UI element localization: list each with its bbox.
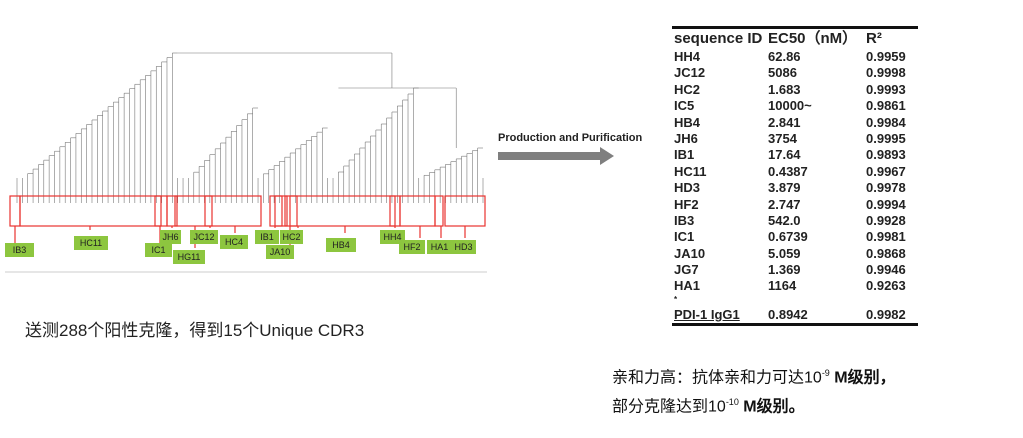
clone-label-hg11: HG11 [173, 250, 205, 264]
cell-id: JC12 [674, 65, 706, 81]
cell-r2: 0.9263 [866, 278, 906, 294]
clade-highlight-box [9, 195, 21, 227]
table-row: HA1 1164 0.9263 [672, 278, 918, 294]
cell-id: IB1 [674, 147, 695, 163]
clade-highlight-box [434, 195, 444, 227]
cell-id: HA1 [674, 278, 701, 294]
cell-ec50: 3754 [768, 130, 797, 146]
clone-label-hc4: HC4 [220, 235, 248, 249]
clade-highlight-box [269, 195, 283, 227]
cell-ec50: 1.369 [768, 262, 801, 278]
cell-r2: 0.9984 [866, 114, 906, 130]
cell-id: HC11 [674, 163, 707, 179]
cell-r2: 0.9946 [866, 262, 906, 278]
table-row: IC5 10000~ 0.9861 [672, 98, 918, 114]
clone-label-hf2: HF2 [399, 240, 425, 254]
cell-id: HH4 [674, 49, 701, 64]
clade-highlight-box [204, 195, 262, 227]
cell-id: HF2 [674, 196, 699, 212]
cell-id: HC2 [674, 81, 701, 97]
right-arrow-icon [498, 147, 614, 165]
clone-label-ib3: IB3 [5, 243, 34, 257]
cell-ec50: 2.841 [768, 114, 801, 130]
cell-id: IC5 [674, 98, 695, 114]
cell-r2: 0.9995 [866, 130, 906, 146]
clone-label-jc12: JC12 [190, 230, 218, 244]
table-row: IB1 17.64 0.9893 [672, 147, 918, 163]
table-row: IB3 542.0 0.9928 [672, 213, 918, 229]
table-row: JH6 3754 0.9995 [672, 131, 918, 147]
table-row: IC1 0.6739 0.9981 [672, 229, 918, 245]
clone-label-ja10: JA10 [266, 245, 294, 259]
cell-r2: 0.9981 [866, 229, 906, 245]
cell-r2: 0.9861 [866, 98, 906, 114]
cell-ec50: 5086 [768, 65, 797, 81]
table-row: JA10 5.059 0.9868 [672, 246, 918, 262]
clade-highlight-box [19, 195, 162, 227]
table-row: HD3 3.879 0.9978 [672, 180, 918, 196]
table-row: HH4 62.86 0.9959 [672, 49, 918, 65]
clone-label-hc2: HC2 [280, 230, 303, 244]
cell-id: JG7 [674, 262, 699, 278]
cell-ec50: 0.8942 [768, 306, 808, 322]
header-ec50: EC50（nM） [768, 30, 858, 47]
phylogenetic-dendrogram [5, 52, 487, 273]
cell-ec50: 3.879 [768, 180, 801, 196]
cell-id: JH6 [674, 130, 698, 146]
clone-label-jh6: JH6 [160, 230, 181, 244]
clone-label-hc11: HC11 [74, 236, 108, 250]
cell-id: IB3 [674, 212, 695, 228]
cell-ec50: 0.4387 [768, 163, 808, 179]
table-header: sequence ID EC50（nM） R² [672, 29, 918, 49]
clone-label-hb4: HB4 [326, 238, 356, 252]
cell-ec50: 1.683 [768, 81, 801, 97]
affinity-summary: 亲和力高：抗体亲和力可达10-9 M级别， 部分克隆达到10-10 M级别。 [612, 368, 896, 416]
footnote-mark: * [674, 294, 678, 304]
cell-ec50: 62.86 [768, 49, 801, 64]
screening-summary: 送测288个阳性克隆，得到15个Unique CDR3 [25, 321, 365, 340]
header-sequence-id: sequence ID [674, 30, 763, 47]
clade-highlight-box [289, 195, 396, 227]
clone-label-hd3: HD3 [451, 240, 476, 254]
control-row: PDI-1 IgG1 0.8942 0.9982 [672, 307, 918, 323]
header-r2: R² [866, 30, 882, 47]
cell-r2: 0.9967 [866, 163, 906, 179]
cell-ec50: 17.64 [768, 147, 801, 163]
clade-highlight-box [399, 195, 436, 227]
table-row: HB4 2.841 0.9984 [672, 115, 918, 131]
cell-r2: 0.9893 [866, 147, 906, 163]
cell-r2: 0.9959 [866, 49, 906, 64]
table-row: HC11 0.4387 0.9967 [672, 164, 918, 180]
cell-r2: 0.9868 [866, 245, 906, 261]
cell-id: HD3 [674, 180, 701, 196]
cell-r2: 0.9994 [866, 196, 906, 212]
process-label: Production and Purification [498, 132, 643, 144]
cell-r2: 0.9928 [866, 212, 906, 228]
cell-ec50: 2.747 [768, 196, 801, 212]
cell-id: IC1 [674, 229, 695, 245]
cell-id: JA10 [674, 245, 706, 261]
table-row: JG7 1.369 0.9946 [672, 262, 918, 278]
cell-r2: 0.9978 [866, 180, 906, 196]
cell-r2: 0.9993 [866, 81, 906, 97]
clone-label-ha1: HA1 [427, 240, 452, 254]
clade-highlight-box [274, 195, 288, 227]
clone-label-ib1: IB1 [255, 230, 279, 244]
cell-ec50: 5.059 [768, 245, 801, 261]
cell-r2: 0.9998 [866, 65, 906, 81]
table-row: HC2 1.683 0.9993 [672, 82, 918, 98]
cell-ec50: 1164 [768, 278, 797, 294]
cell-ec50: 10000~ [768, 98, 812, 114]
cell-r2: 0.9982 [866, 306, 906, 322]
cell-id: HB4 [674, 114, 701, 130]
cell-id: PDI-1 IgG1 [674, 306, 740, 322]
clone-label-ic1: IC1 [145, 243, 172, 257]
table-row: JC12 5086 0.9998 [672, 65, 918, 81]
table-row: HF2 2.747 0.9994 [672, 197, 918, 213]
clone-label-hh4: HH4 [380, 230, 405, 244]
cell-ec50: 542.0 [768, 212, 801, 228]
cell-ec50: 0.6739 [768, 229, 808, 245]
clade-highlight-box [174, 195, 213, 227]
